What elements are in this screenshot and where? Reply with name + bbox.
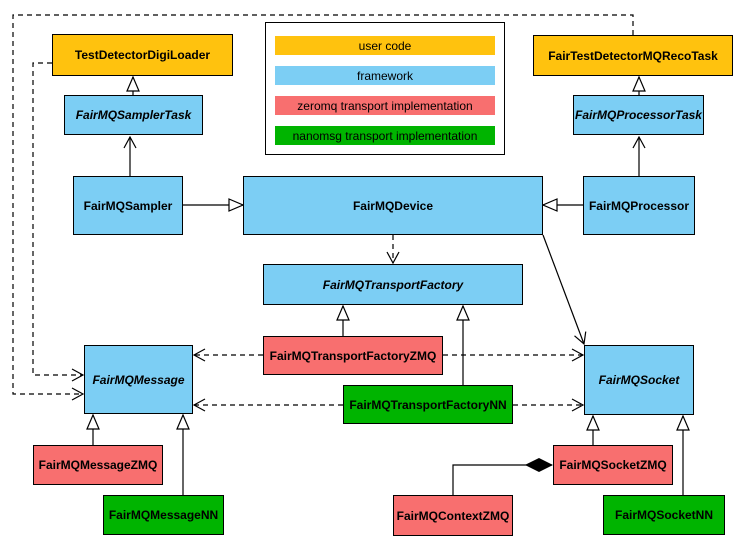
dependency-arrow-digiloader-to-message	[32, 62, 83, 375]
class-box-fairmqdevice: FairMQDevice	[243, 176, 543, 235]
class-box-fairtestdetectormqrecotask: FairTestDetectorMQRecoTask	[533, 35, 733, 76]
class-box-testdetectordigiloader: TestDetectorDigiLoader	[52, 34, 233, 76]
legend-item-zeromq: zeromq transport implementation	[275, 96, 495, 115]
class-box-fairmqtransportfactory: FairMQTransportFactory	[263, 264, 523, 305]
class-box-fairmqmessage: FairMQMessage	[84, 345, 193, 414]
class-box-fairmqtransportfactorynn: FairMQTransportFactoryNN	[343, 385, 513, 424]
composition-arrow-contextzmq-to-socketzmq	[452, 465, 552, 495]
class-box-fairmqcontextzmq: FairMQContextZMQ	[393, 495, 513, 536]
class-box-fairmqmessagenn: FairMQMessageNN	[103, 495, 224, 535]
legend: user code framework zeromq transport imp…	[265, 22, 505, 155]
class-box-fairmqsocketnn: FairMQSocketNN	[603, 495, 725, 535]
class-box-fairmqtransportfactoryzmq: FairMQTransportFactoryZMQ	[263, 336, 443, 375]
legend-item-framework: framework	[275, 66, 495, 85]
class-box-fairmqprocessortask: FairMQProcessorTask	[573, 95, 704, 135]
class-box-fairmqprocessor: FairMQProcessor	[583, 176, 695, 235]
legend-item-nanomsg: nanomsg transport implementation	[275, 126, 495, 145]
legend-item-user-code: user code	[275, 36, 495, 55]
class-box-fairmqsampler: FairMQSampler	[73, 176, 183, 235]
class-box-fairmqsocketzmq: FairMQSocketZMQ	[553, 445, 673, 485]
association-arrow-device-to-socket	[542, 234, 584, 344]
dependency-arrow-recotask-to-message	[12, 14, 634, 394]
class-box-fairmqmessagezmq: FairMQMessageZMQ	[33, 445, 163, 485]
class-box-fairmqsamplertask: FairMQSamplerTask	[64, 95, 203, 135]
class-box-fairmqsocket: FairMQSocket	[584, 345, 694, 415]
